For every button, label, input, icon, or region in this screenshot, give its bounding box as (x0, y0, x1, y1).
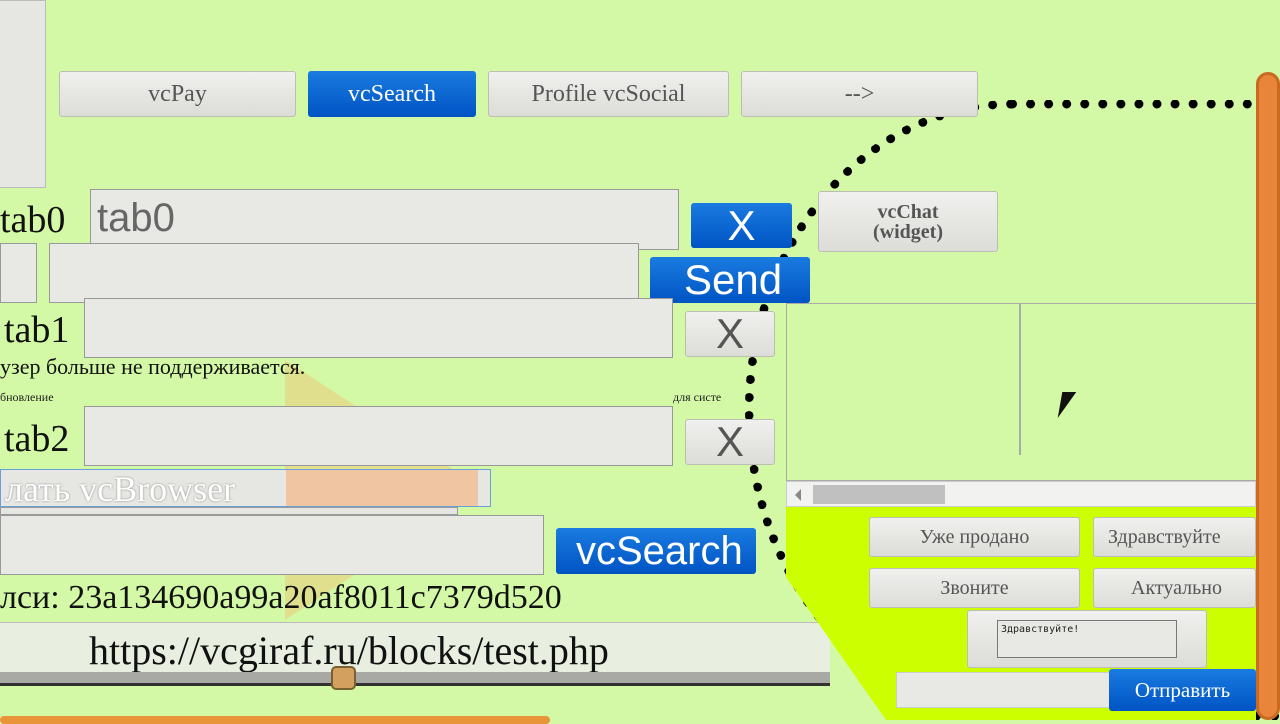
message-input[interactable] (49, 243, 639, 303)
hash-text: лси: 23a134690a99a20af8011c7379d520 (0, 579, 562, 616)
scrollbar-thumb[interactable] (813, 485, 945, 504)
tab0-close-button[interactable]: X (691, 202, 792, 249)
tab2-close-button[interactable]: X (685, 418, 775, 465)
vcchat-toggle-button[interactable]: vcChat (widget) (818, 191, 998, 252)
chat-frame (786, 303, 1256, 481)
slider-handle[interactable] (331, 666, 356, 690)
quick-reply-actual[interactable]: Актуально (1093, 568, 1256, 608)
tab2-input[interactable] (84, 406, 673, 466)
tab-vcpay[interactable]: vcPay (59, 71, 296, 117)
divider (0, 507, 458, 515)
tab-profile-vcsocial[interactable]: Profile vcSocial (488, 71, 729, 117)
search-input[interactable] (0, 515, 544, 575)
chat-scrollbar[interactable] (786, 481, 1256, 507)
quick-reply-hello[interactable]: Здравствуйте (1093, 517, 1256, 557)
send-button[interactable]: Send (650, 256, 810, 303)
quick-reply-call[interactable]: Звоните (869, 568, 1080, 608)
tab1-label: tab1 (4, 309, 70, 351)
chat-message-textarea[interactable]: Здравствуйте! (997, 620, 1177, 658)
download-vcbrowser-label: лать vcBrowser (5, 469, 236, 509)
chat-extra-input[interactable] (896, 672, 1110, 708)
slider-track[interactable] (0, 672, 830, 686)
vcchat-toggle-label: vcChat (widget) (873, 200, 943, 243)
chat-send-button[interactable]: Отправить (1109, 669, 1256, 711)
page-scrollbar[interactable] (1256, 72, 1280, 720)
tab0-label: tab0 (0, 199, 66, 241)
unsupported-notice: узер больше не поддерживается. (0, 354, 306, 379)
tab1-close-button[interactable]: X (685, 310, 775, 357)
vcsearch-button[interactable]: vcSearch (556, 528, 756, 574)
scroll-left-icon[interactable] (795, 489, 801, 501)
tab-vcsearch[interactable]: vcSearch (308, 71, 476, 117)
tab-next[interactable]: --> (741, 71, 978, 117)
tab2-label: tab2 (4, 418, 70, 460)
quick-reply-sold[interactable]: Уже продано (869, 517, 1080, 557)
download-vcbrowser-button[interactable]: лать vcBrowser (0, 469, 491, 509)
small-field[interactable] (0, 243, 37, 303)
tab1-input[interactable] (84, 298, 673, 358)
update-notice-right: для систе (673, 390, 722, 404)
bottom-orange-bar (0, 716, 550, 724)
url-bar (0, 622, 830, 672)
highlight-overlay (286, 470, 478, 506)
chat-frame-divider (1019, 303, 1021, 455)
update-notice-left: бновление (0, 390, 54, 404)
side-panel (0, 0, 46, 188)
tab0-input[interactable]: tab0 (90, 189, 679, 250)
url-text: https://vcgiraf.ru/blocks/test.php (89, 628, 609, 673)
